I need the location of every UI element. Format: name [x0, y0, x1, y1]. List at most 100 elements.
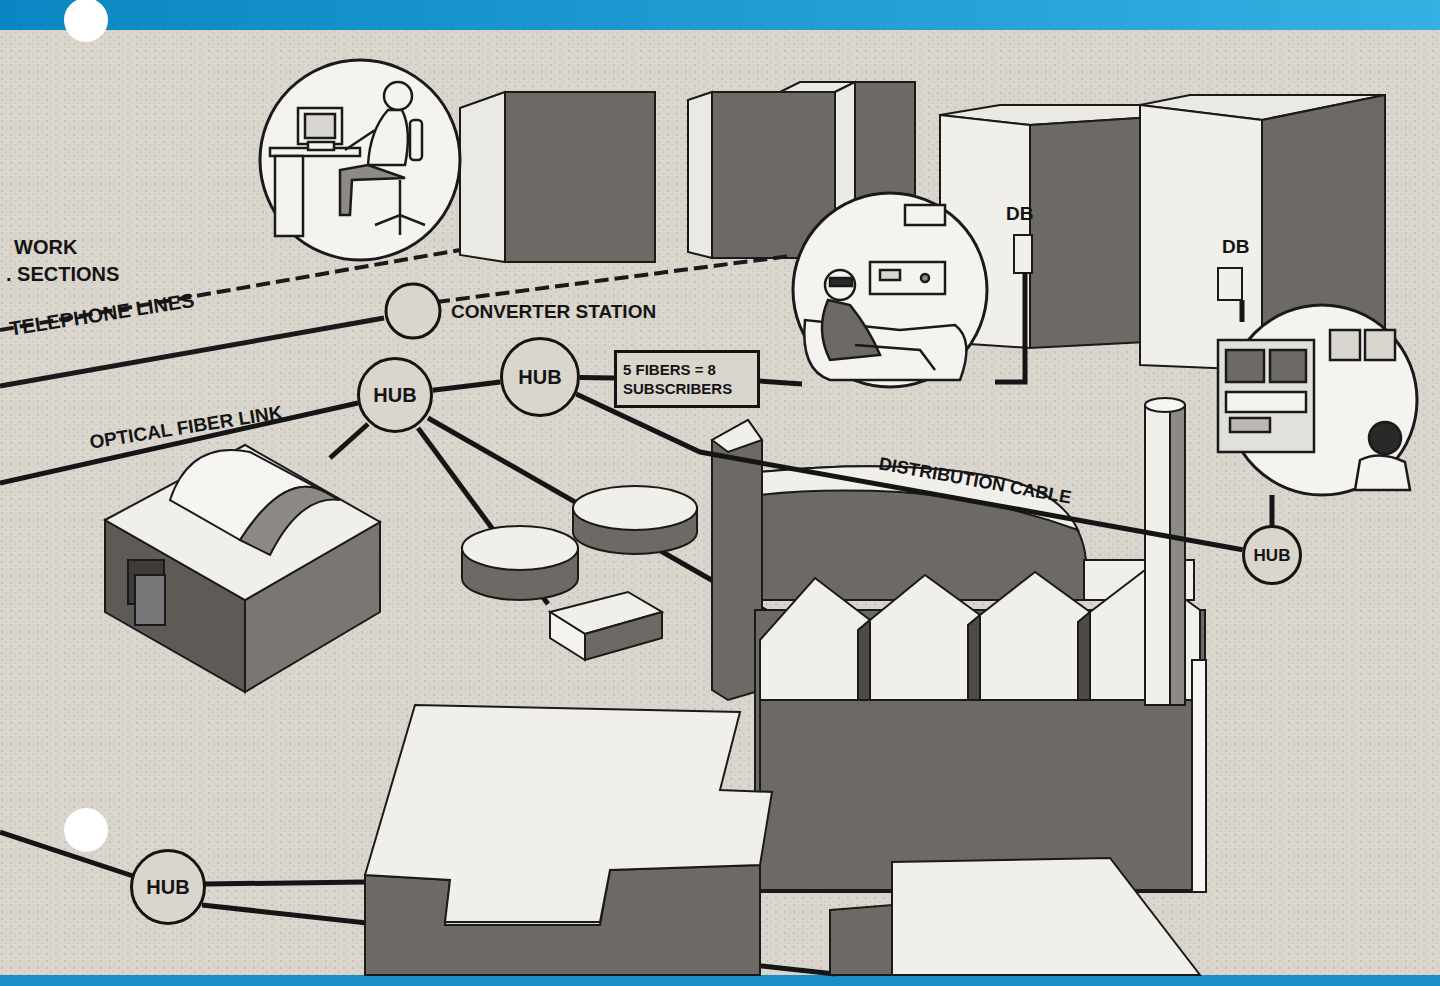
annotation-label: TELEPHONE LINES — [8, 289, 196, 341]
operator-inset-part — [1330, 330, 1360, 360]
storage-tanks-part — [585, 612, 662, 660]
terminal-user-inset-part — [368, 110, 408, 165]
printing-building — [105, 445, 380, 692]
operator-inset-part — [1226, 350, 1264, 382]
cable-label: DISTRIBUTION CABLE — [877, 454, 1073, 509]
annotation-label: OPTICAL FIBER LINK — [88, 402, 284, 454]
hub-circle: HUB — [1242, 525, 1302, 585]
fiber-lines-part — [1270, 495, 1275, 526]
fiber-connector — [580, 375, 614, 381]
home-viewer-inset-part — [830, 278, 852, 286]
home-viewer-inset-part — [870, 262, 945, 294]
fiber-connector — [433, 382, 501, 390]
terminal-user-inset-part — [298, 108, 342, 144]
node-label: CONVERTER STATION — [451, 300, 656, 323]
storage-tanks-part — [573, 486, 697, 530]
terminal-user-inset-part — [375, 215, 425, 235]
annotation-label: DB — [1006, 203, 1033, 225]
fiber-lines — [0, 272, 1272, 974]
operator-inset-part — [1218, 340, 1314, 452]
factory-part — [1145, 398, 1185, 412]
factory-part — [870, 575, 980, 700]
storage-tanks-part — [462, 526, 578, 570]
home-viewer-inset-part — [880, 270, 900, 280]
fiber-lines-part — [995, 272, 1025, 382]
fiber-connector — [576, 394, 1242, 550]
office-buildings-part — [1014, 235, 1032, 273]
background-part — [64, 0, 108, 42]
office-buildings-part — [505, 92, 655, 262]
factory-part — [760, 578, 870, 700]
factory-part — [1145, 405, 1185, 705]
factory-part — [968, 615, 980, 700]
office-buildings-part — [1140, 105, 1262, 370]
hub-circle: HUB — [500, 337, 580, 417]
terminal-user-inset-part — [305, 114, 335, 138]
factory-part — [1078, 612, 1090, 700]
factory — [712, 398, 1206, 892]
operator-inset-part — [1270, 350, 1306, 382]
fiber-lines-part — [0, 403, 358, 483]
station-circle — [386, 284, 440, 338]
station-circle — [383, 281, 443, 341]
lower-buildings-part — [830, 905, 892, 975]
fiber-lines-part — [760, 381, 802, 384]
background-part — [0, 0, 1440, 30]
lower-buildings-part — [892, 858, 1200, 975]
operator-inset — [1218, 305, 1417, 495]
terminal-user-inset-part — [345, 130, 375, 150]
operator-inset-part — [1365, 330, 1395, 360]
converter-station: CONVERTER STATION — [383, 283, 703, 339]
home-viewer-inset-part — [793, 193, 987, 387]
fiber-lines-part — [330, 424, 368, 458]
factory-part — [1170, 405, 1185, 705]
home-viewer-inset-part — [905, 205, 945, 225]
operator-inset-part — [1230, 418, 1270, 432]
home-viewer-inset — [793, 193, 987, 387]
terminal-user-inset — [260, 60, 460, 260]
fiber-lines-part — [0, 832, 133, 876]
hub-circle: HUB — [357, 357, 433, 433]
storage-tanks-part — [550, 612, 585, 660]
annotation-label: . SECTIONS — [6, 263, 119, 286]
annotation-label: DB — [1222, 236, 1249, 258]
home-viewer-inset-part — [855, 345, 935, 370]
home-viewer-inset-part — [822, 300, 880, 360]
terminal-user-inset-part — [308, 142, 334, 150]
operator-inset-part — [1355, 455, 1410, 490]
background-part — [64, 808, 108, 852]
home-viewer-inset-part — [921, 274, 929, 282]
hub-label: HUB — [518, 365, 561, 389]
factory-part — [858, 620, 870, 700]
terminal-user-inset-part — [340, 165, 405, 215]
lower-buildings — [365, 705, 1200, 975]
terminal-user-inset-part — [399, 180, 402, 215]
factory-part — [712, 420, 762, 452]
annotation-label: WORK — [14, 236, 77, 259]
operator-inset-part — [1226, 392, 1306, 412]
background-part — [0, 975, 1440, 986]
fiber-lines-part — [205, 882, 365, 884]
printing-building-part — [135, 575, 165, 625]
fiber-lines-part — [1240, 300, 1245, 322]
hub-label: HUB — [1254, 545, 1291, 566]
factory-part — [980, 572, 1090, 700]
terminal-user-inset-part — [410, 120, 422, 160]
telephone-lines-part — [436, 256, 790, 302]
operator-inset-part — [1227, 305, 1417, 495]
subscriber-box: 5 FIBERS = 8 SUBSCRIBERS — [614, 350, 760, 408]
hub-label: HUB — [373, 383, 416, 407]
office-buildings-part — [460, 92, 505, 262]
factory-part — [1192, 660, 1206, 892]
terminal-user-inset-part — [384, 82, 412, 110]
node-label: 5 FIBERS = 8 SUBSCRIBERS — [623, 360, 751, 398]
storage-tanks — [462, 486, 697, 660]
station-label: CONVERTER STATION — [451, 283, 656, 339]
operator-inset-part — [1369, 422, 1401, 454]
terminal-user-inset-part — [275, 156, 303, 236]
